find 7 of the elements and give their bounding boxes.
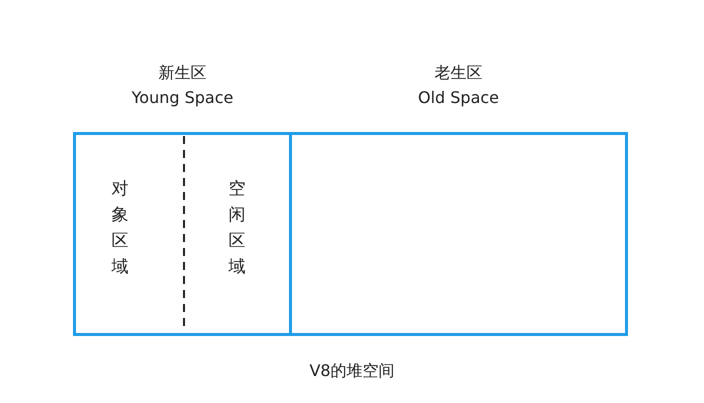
space-subtitle: Young Space	[130, 87, 234, 109]
region-label: 空闲区域	[227, 176, 247, 280]
caption: V8的堆空间	[308, 361, 396, 382]
space-title: 老生区	[434, 62, 484, 84]
region-label: 对象区域	[110, 176, 130, 280]
space-subtitle: Old Space	[416, 87, 500, 109]
space-title: 新生区	[158, 62, 208, 84]
